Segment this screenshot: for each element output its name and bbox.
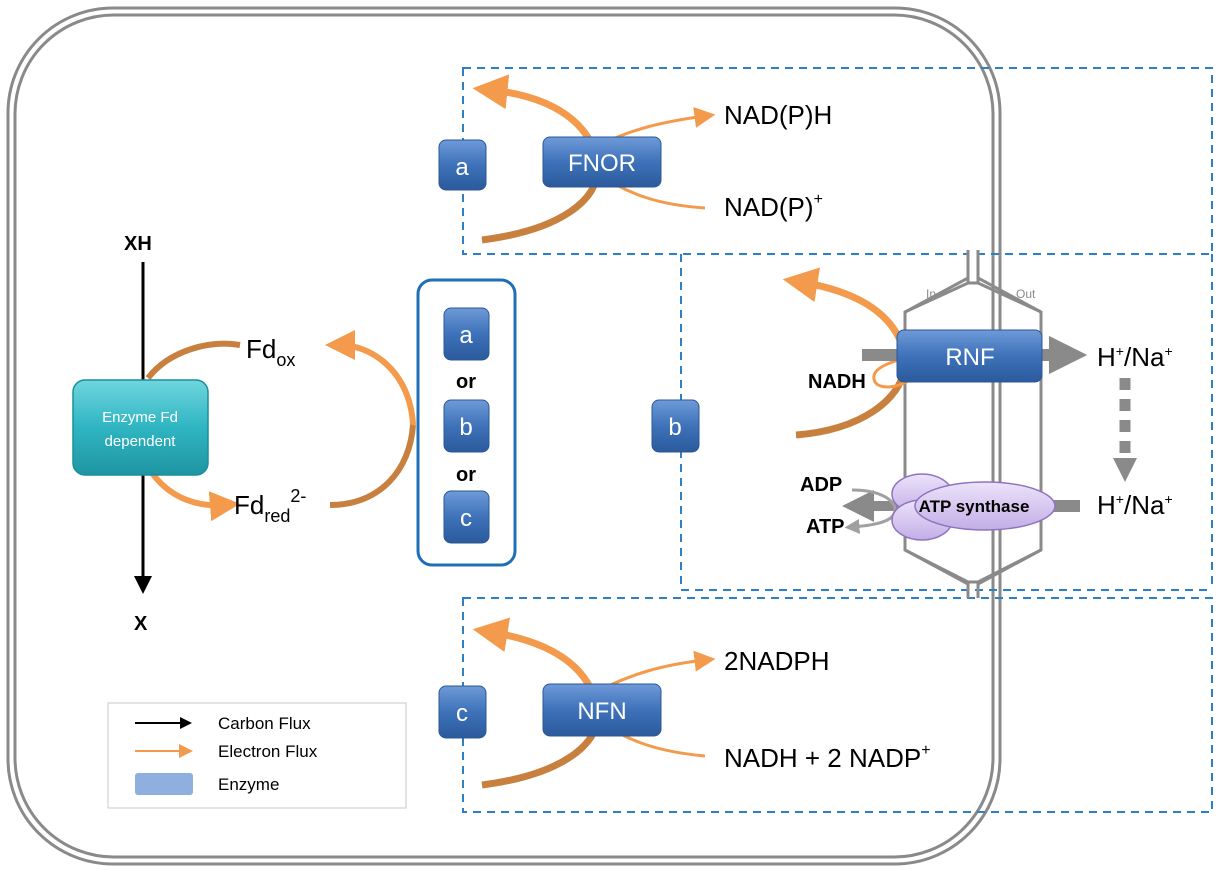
svg-text:NFN: NFN xyxy=(577,698,626,725)
fd-red-arc xyxy=(147,468,240,522)
label-or-2: or xyxy=(456,464,476,486)
label-nadh-nadp: NADH + 2 NADP+ xyxy=(724,742,931,773)
fd-ox-arc xyxy=(145,340,241,380)
label-fd-ox: Fdox xyxy=(246,334,295,370)
svg-text:FNOR: FNOR xyxy=(568,150,636,177)
label-h-na-1: H+/Na+ xyxy=(1097,342,1173,372)
atp-synthase: ATP synthase xyxy=(891,473,1056,541)
label-in: In xyxy=(926,287,936,301)
membrane-hex-top xyxy=(904,281,1042,314)
svg-text:b: b xyxy=(459,414,472,441)
cell-outline-outer xyxy=(6,6,1002,866)
label-2nadph: 2NADPH xyxy=(724,646,829,676)
legend-enzyme-label: Enzyme xyxy=(218,775,279,794)
rnf-enzyme: RNF xyxy=(896,329,1043,383)
svg-text:dependent: dependent xyxy=(105,433,177,450)
svg-text:a: a xyxy=(459,322,473,349)
label-fd-red: Fdred2- xyxy=(234,486,306,526)
svg-text:RNF: RNF xyxy=(945,344,994,371)
label-out: Out xyxy=(1016,287,1036,301)
tag-b-box: b xyxy=(651,399,700,453)
tag-a-box: a xyxy=(438,139,487,191)
svg-text:c: c xyxy=(460,505,472,532)
legend-carbon-label: Carbon Flux xyxy=(218,714,311,733)
label-adp: ADP xyxy=(800,474,842,496)
svg-text:ATP synthase: ATP synthase xyxy=(919,497,1030,516)
enzyme-fd-dependent: Enzyme Fd dependent xyxy=(72,379,209,476)
svg-text:a: a xyxy=(455,154,469,181)
svg-text:Enzyme Fd: Enzyme Fd xyxy=(102,409,178,426)
label-nadp-top: NAD(P)+ xyxy=(724,191,823,222)
panel-a-dashed xyxy=(462,67,1213,255)
fd-regen-arc-brown xyxy=(329,424,416,508)
legend-electron-label: Electron Flux xyxy=(218,742,318,761)
tag-c-box: c xyxy=(438,685,487,739)
label-nadh-rnf: NADH xyxy=(808,371,866,393)
membrane-hex-bottom xyxy=(904,548,1042,584)
label-or-1: or xyxy=(456,371,476,393)
panel-c-dashed xyxy=(462,597,1213,813)
label-atp: ATP xyxy=(806,516,845,538)
membrane-gap-top xyxy=(969,250,977,282)
legend-enzyme-swatch xyxy=(135,773,193,795)
panel-b-dashed xyxy=(680,254,1213,591)
choice-a-box: a xyxy=(443,307,490,361)
choice-b-box: b xyxy=(443,399,490,453)
label-h-na-2: H+/Na+ xyxy=(1097,490,1173,520)
nfn-enzyme: NFN xyxy=(542,683,662,737)
svg-text:c: c xyxy=(456,700,468,727)
label-xh: XH xyxy=(124,233,152,255)
label-x: X xyxy=(134,613,148,635)
label-nadph-top: NAD(P)H xyxy=(724,100,832,130)
choice-c-box: c xyxy=(443,490,490,544)
fnor-enzyme: FNOR xyxy=(542,136,662,188)
fd-regen-arc-orange xyxy=(325,330,416,426)
rnf-nadh-arc xyxy=(872,356,913,389)
legend: Carbon Flux Electron Flux Enzyme xyxy=(107,702,407,809)
svg-text:b: b xyxy=(668,414,681,441)
proton-gradient-head xyxy=(1113,458,1137,482)
